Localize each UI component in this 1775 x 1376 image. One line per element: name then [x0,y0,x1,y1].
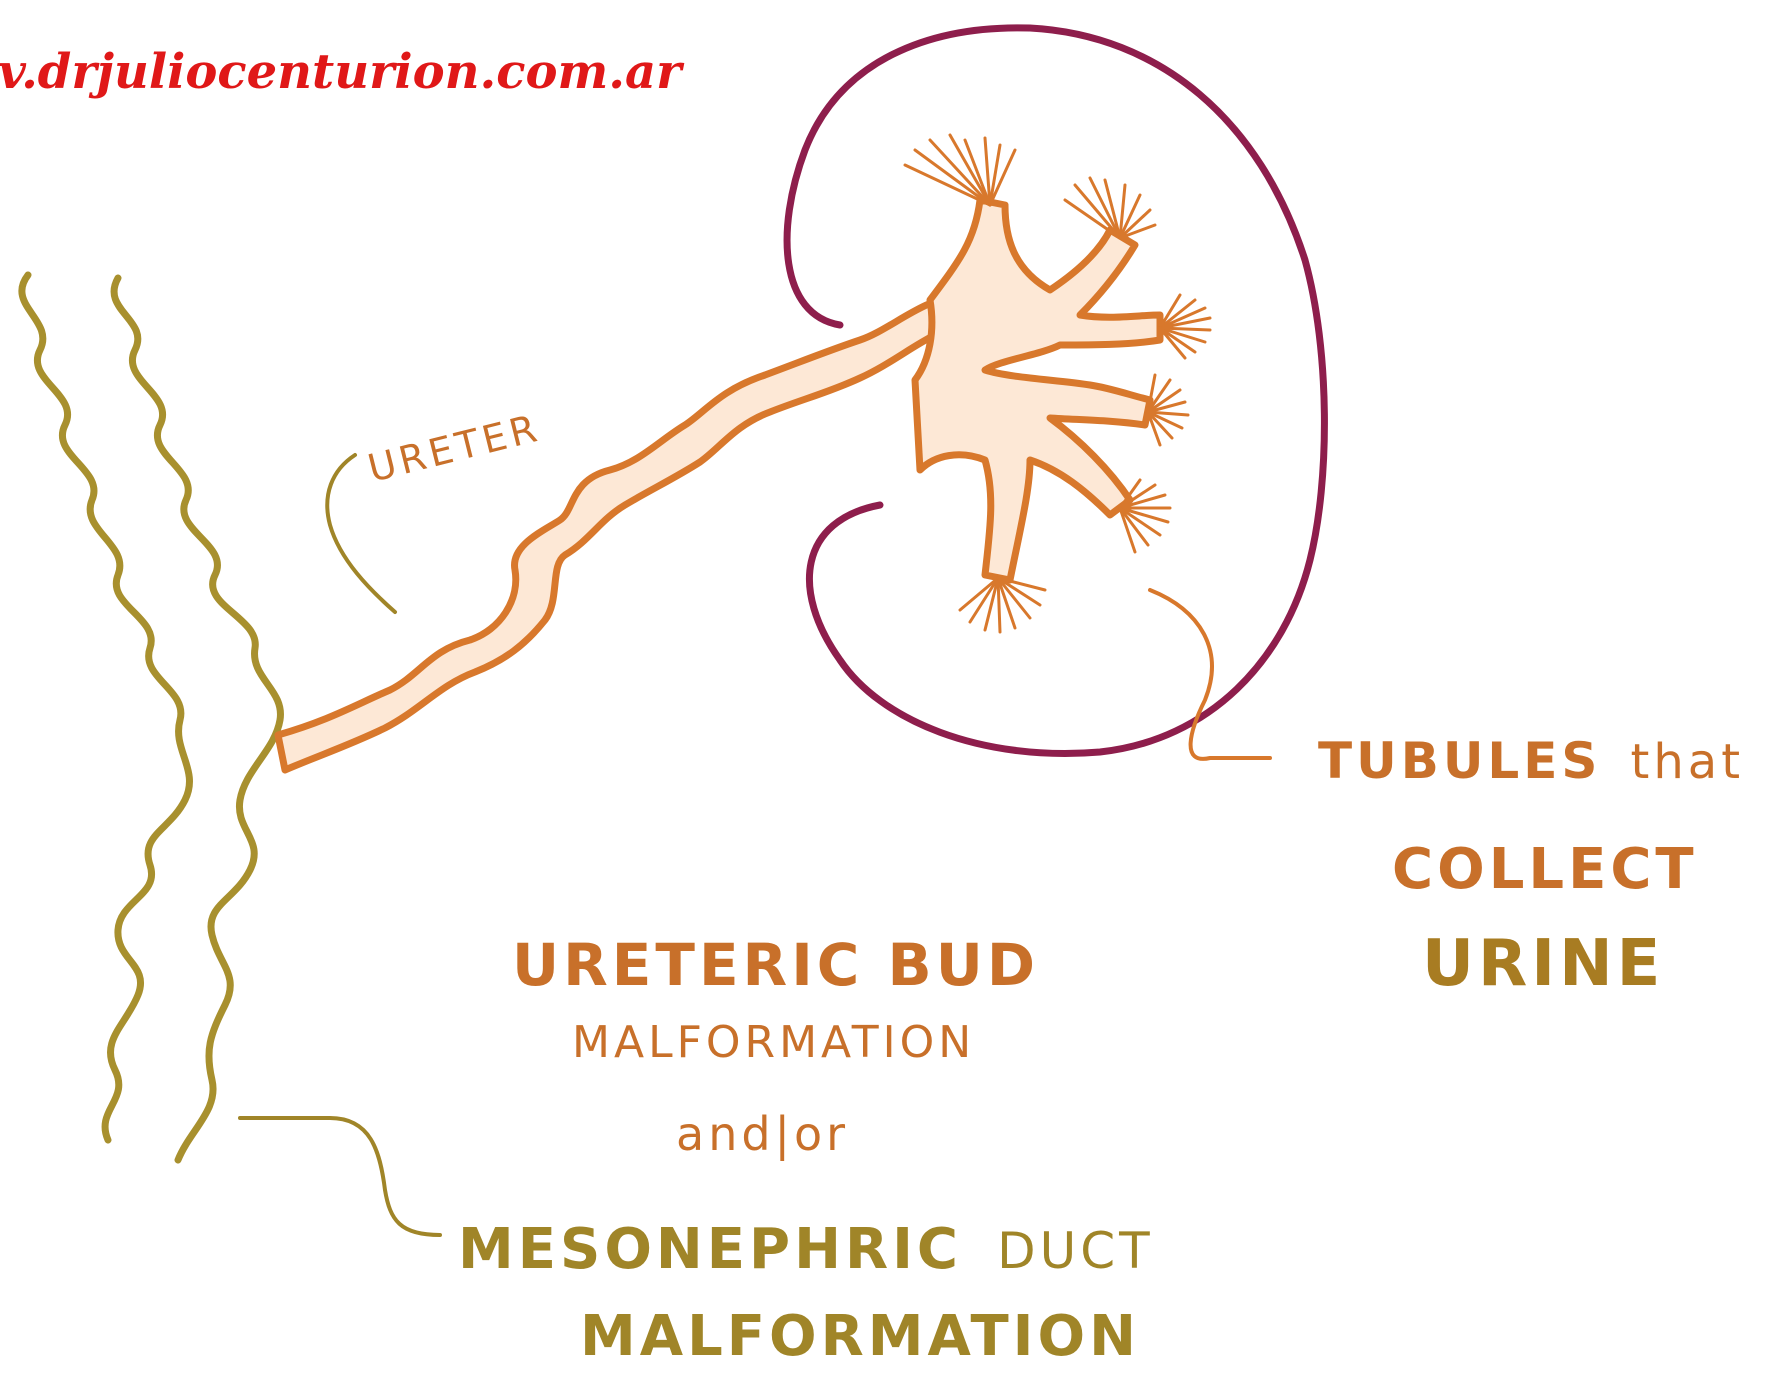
that-word: that [1631,734,1744,790]
ureteric-bud-label: URETERIC BUD MALFORMATION [512,931,1039,1068]
mesonephric-word: MESONEPHRIC [458,1217,962,1282]
watermark-text: v.drjuliocenturion.com.ar [0,44,685,100]
tubules-label-line3: URINE [1422,927,1664,1001]
tubules-label-line1: TUBULES that [1318,732,1744,790]
tubules-label-line2: COLLECT [1392,837,1698,902]
bud-label-line1: URETERIC BUD [512,931,1039,999]
duct-leader [240,1118,440,1235]
calyx-right-upper [1160,295,1210,358]
calyx-bottom [960,578,1045,632]
mesonephric-duct-label: MESONEPHRIC DUCT MALFORMATION [458,1217,1154,1369]
duct-wavy-line-left [22,275,190,1140]
mesonephric-duct [22,275,281,1160]
duct-label-line2: MALFORMATION [580,1304,1140,1369]
tubules-label: TUBULES that COLLECT URINE [1318,732,1744,1001]
and-or-connector: and|or [676,1107,849,1162]
ureter-label: URETER [364,405,545,490]
duct-word: DUCT [997,1222,1154,1280]
ureter-tube [278,295,965,770]
renal-pelvis [915,200,1160,580]
bud-label-line2: MALFORMATION [572,1017,975,1068]
tubules-word: TUBULES [1318,732,1601,790]
calyx-top-left [905,135,1015,205]
duct-wavy-line-right [114,278,280,1160]
calyx-right-middle [1148,375,1188,445]
duct-label-line1: MESONEPHRIC DUCT [458,1217,1154,1282]
